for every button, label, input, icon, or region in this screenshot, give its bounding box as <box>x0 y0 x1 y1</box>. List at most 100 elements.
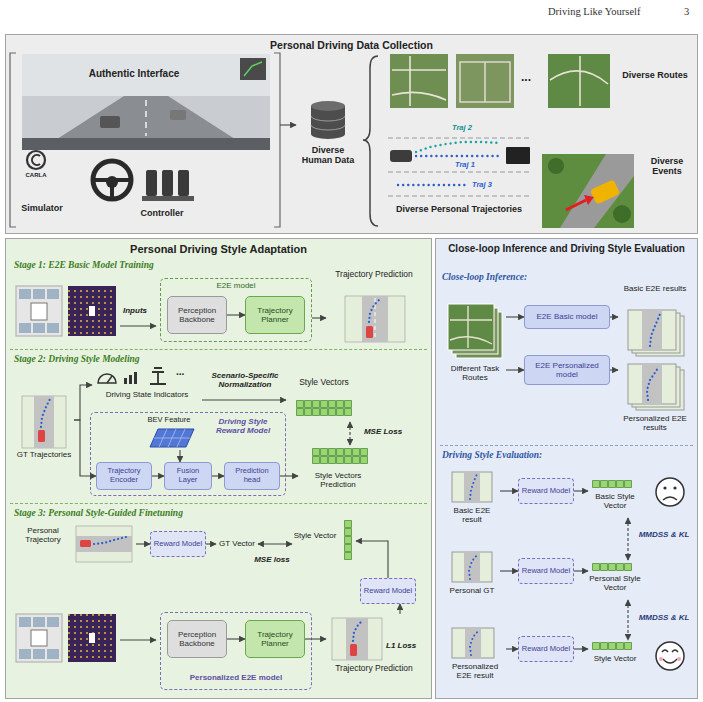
module-frame: E2E modelPerception BackboneTrajectory P… <box>160 278 312 342</box>
surround-camera-input-part <box>16 614 62 662</box>
text-slot: Driving Like Yourself <box>548 6 640 18</box>
trajectory-sketch <box>388 138 532 196</box>
connector <box>506 648 518 649</box>
surround-camera-input-part <box>47 649 59 659</box>
route-maps-part <box>456 54 514 108</box>
database-icon-part <box>311 116 345 130</box>
sad-face <box>656 478 684 506</box>
process-box: E2E Basic model <box>524 305 610 329</box>
road-thumbnails-part <box>41 399 50 427</box>
connector <box>280 124 296 125</box>
evaluation-thumbnails-part <box>464 552 480 582</box>
node-text: Basic E2E result <box>444 506 500 524</box>
event-image <box>542 154 634 228</box>
trajectory-sketch-part <box>416 155 500 157</box>
evaluation-thumbnails-part <box>470 474 477 499</box>
edge-label: MMDSS & KL <box>635 613 693 622</box>
event-image-part <box>584 195 594 205</box>
text-slot: Traj 1 <box>455 161 485 170</box>
connector <box>305 638 326 639</box>
brace <box>363 56 378 226</box>
connector <box>627 518 628 560</box>
sad-face-part <box>656 478 684 506</box>
bev-input-part <box>68 614 116 662</box>
bev-input-part <box>68 286 116 336</box>
route-maps-part <box>392 56 446 106</box>
text-slot: ... <box>176 366 184 378</box>
route-maps-part <box>390 54 448 108</box>
free-label: ... <box>521 71 531 85</box>
trajectory-sketch-part <box>388 172 532 173</box>
happy-face-part <box>656 642 684 670</box>
text-slot: Driving Style Evaluation: <box>442 450 642 461</box>
text-slot: Stage 1: E2E Basic Model Training <box>14 260 314 271</box>
sad-face-part <box>663 497 677 500</box>
figure-group: Traj 2Traj 1Traj 3Diverse Personal Traje… <box>385 118 533 230</box>
text-slot: Basic Style Vector <box>588 492 642 510</box>
road-thumbnails-part <box>332 618 382 660</box>
node-text: Trajectory Prediction <box>326 664 422 674</box>
text-slot: Controller <box>132 208 192 218</box>
indicator-icons-part <box>129 375 132 384</box>
figure-group: Driving State Indicators <box>92 364 202 406</box>
text-slot: E2E model <box>161 281 311 290</box>
node-text: Basic E2E results <box>618 284 692 293</box>
text-slot: GT Trajectories <box>14 450 74 459</box>
text-slot: Inputs <box>123 306 147 315</box>
figure-group: Stage 3: Personal Style-Guided Finetunin… <box>10 506 427 696</box>
connector <box>312 317 326 318</box>
connector <box>399 604 400 614</box>
node-text: Trajectory Prediction <box>326 270 422 280</box>
text-slot: Traj 3 <box>472 181 502 190</box>
connector <box>627 600 628 640</box>
process-box: E2E Personalized model <box>524 355 610 385</box>
route-maps-part <box>548 54 610 108</box>
simulator-screenshot <box>22 54 270 150</box>
event-image-part <box>566 200 586 210</box>
road-thumbnails-part <box>34 396 54 448</box>
bracket <box>10 53 280 227</box>
road-thumbnails-part <box>22 396 66 448</box>
node-text: GT Vector <box>219 539 255 548</box>
road-thumbnails-part <box>353 620 363 641</box>
connector <box>574 570 588 571</box>
sad-face-part <box>663 486 666 489</box>
text-slot: Close-loop Inference and Driving Style E… <box>440 243 693 255</box>
node-text: Personal Trajectory <box>14 526 72 544</box>
simulator-screenshot-part <box>240 58 266 80</box>
text-slot: Traj 2 <box>452 124 482 133</box>
node-text: Diverse Routes <box>617 70 693 80</box>
surround-camera-input-part <box>33 617 45 627</box>
evaluation-thumbnails-part <box>452 628 494 658</box>
node-text: Different Task Routes <box>444 364 506 382</box>
road-thumbnails-part <box>362 296 388 342</box>
surround-camera-input-part <box>47 323 59 333</box>
text-slot: Diverse Routes <box>617 70 693 80</box>
node-text: Personal Driving Data Collection <box>6 39 697 51</box>
surround-camera-input-part <box>47 289 59 299</box>
trajectory-sketch-part <box>398 184 466 186</box>
style-vector-cubes-part <box>592 563 632 571</box>
connector <box>574 490 588 491</box>
node-text: Reward Model <box>154 540 202 549</box>
node-text: Reward Model <box>522 645 570 654</box>
surround-camera-input-part <box>19 289 31 299</box>
surround-camera-input-part <box>47 617 59 627</box>
process-box: Trajectory Encoder <box>96 462 152 490</box>
bev-input <box>68 286 116 662</box>
road-thumbnails-part <box>345 296 405 342</box>
text-slot: Style Vectors <box>286 378 362 388</box>
text-slot: Diverse Human Data <box>296 145 360 166</box>
route-maps <box>390 54 610 108</box>
trajectory-sketch-part <box>388 138 532 139</box>
process-box: Reward Model <box>150 531 206 557</box>
process-box: Reward Model <box>518 478 574 504</box>
edge-label: MSE Loss <box>358 427 408 436</box>
trajectory-sketch-part <box>506 147 530 164</box>
node-text: Close-loop Inference: <box>442 272 642 283</box>
text-slot: MSE loss <box>250 555 294 564</box>
node-text: Personalized E2E result <box>444 662 506 680</box>
process-box: Prediction head <box>224 462 280 490</box>
surround-camera-input-part <box>19 323 31 333</box>
